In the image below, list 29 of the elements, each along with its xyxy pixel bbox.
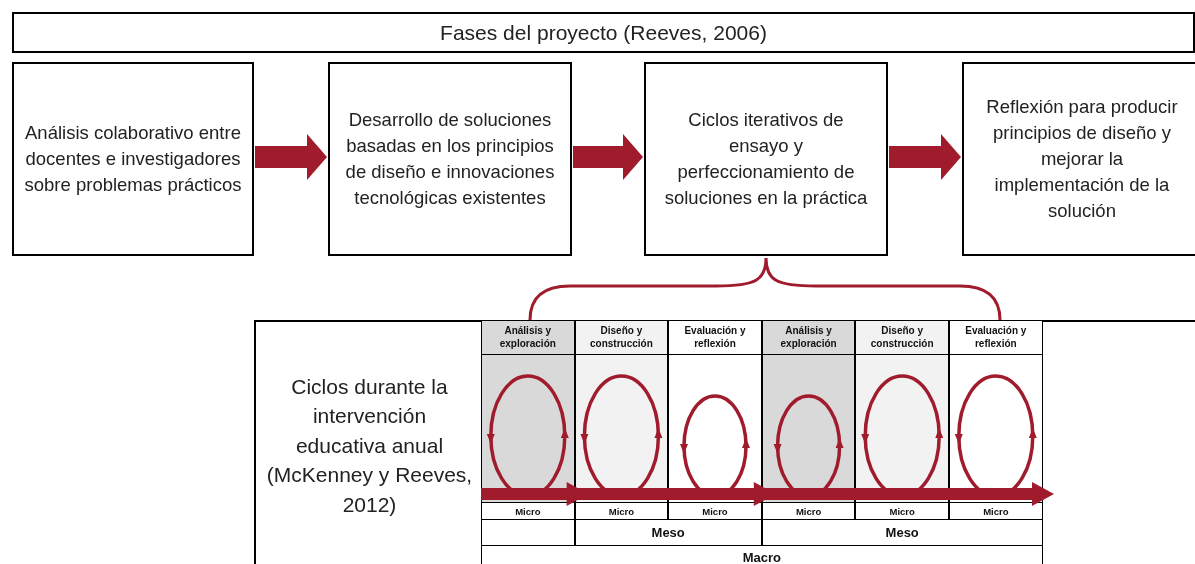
column-header: Evaluación y reflexión	[668, 320, 762, 355]
table-cell: Meso	[574, 519, 762, 546]
block-arrow	[573, 134, 643, 180]
block-arrow	[255, 134, 327, 180]
table-cell: Micro	[761, 502, 856, 520]
process-box	[328, 62, 572, 256]
column-header: Análisis y exploración	[761, 320, 856, 355]
table-cell: Macro	[481, 545, 1043, 564]
table-cell: Micro	[855, 502, 949, 520]
table-cell: Micro	[949, 502, 1043, 520]
column-header: Diseño y construcción	[574, 320, 669, 355]
process-box	[962, 62, 1195, 256]
column-header: Diseño y construcción	[855, 320, 949, 355]
box-text: Reflexión para producir principios de diseño y mejorar la implementación de la solución	[985, 95, 1179, 223]
process-box	[12, 62, 254, 256]
process-box	[644, 62, 888, 256]
table-cell: Micro	[481, 502, 575, 520]
table-cell: Micro	[668, 502, 762, 520]
box-text: Ciclos iterativos de ensayo y perfeccionamiento de soluciones en la práctica	[663, 108, 869, 210]
table-cell: Meso	[761, 519, 1043, 546]
box-text: Ciclos durante la intervención educativa anual (McKenney y Reeves, 2012)	[266, 374, 473, 518]
table-cell: Micro	[574, 502, 669, 520]
box-text: Análisis colaborativo entre docentes e investigadores sobre problemas prácticos	[24, 121, 242, 197]
box-text: Desarrollo de soluciones basadas en los principios de diseño e innovaciones tecnológicas existentes	[344, 108, 556, 210]
column-header: Análisis y exploración	[481, 320, 575, 355]
title-text: Fases del proyecto (Reeves, 2006)	[440, 19, 767, 46]
column-header: Evaluación y reflexión	[949, 320, 1043, 355]
title-band	[12, 12, 1195, 53]
block-arrow	[889, 134, 961, 180]
